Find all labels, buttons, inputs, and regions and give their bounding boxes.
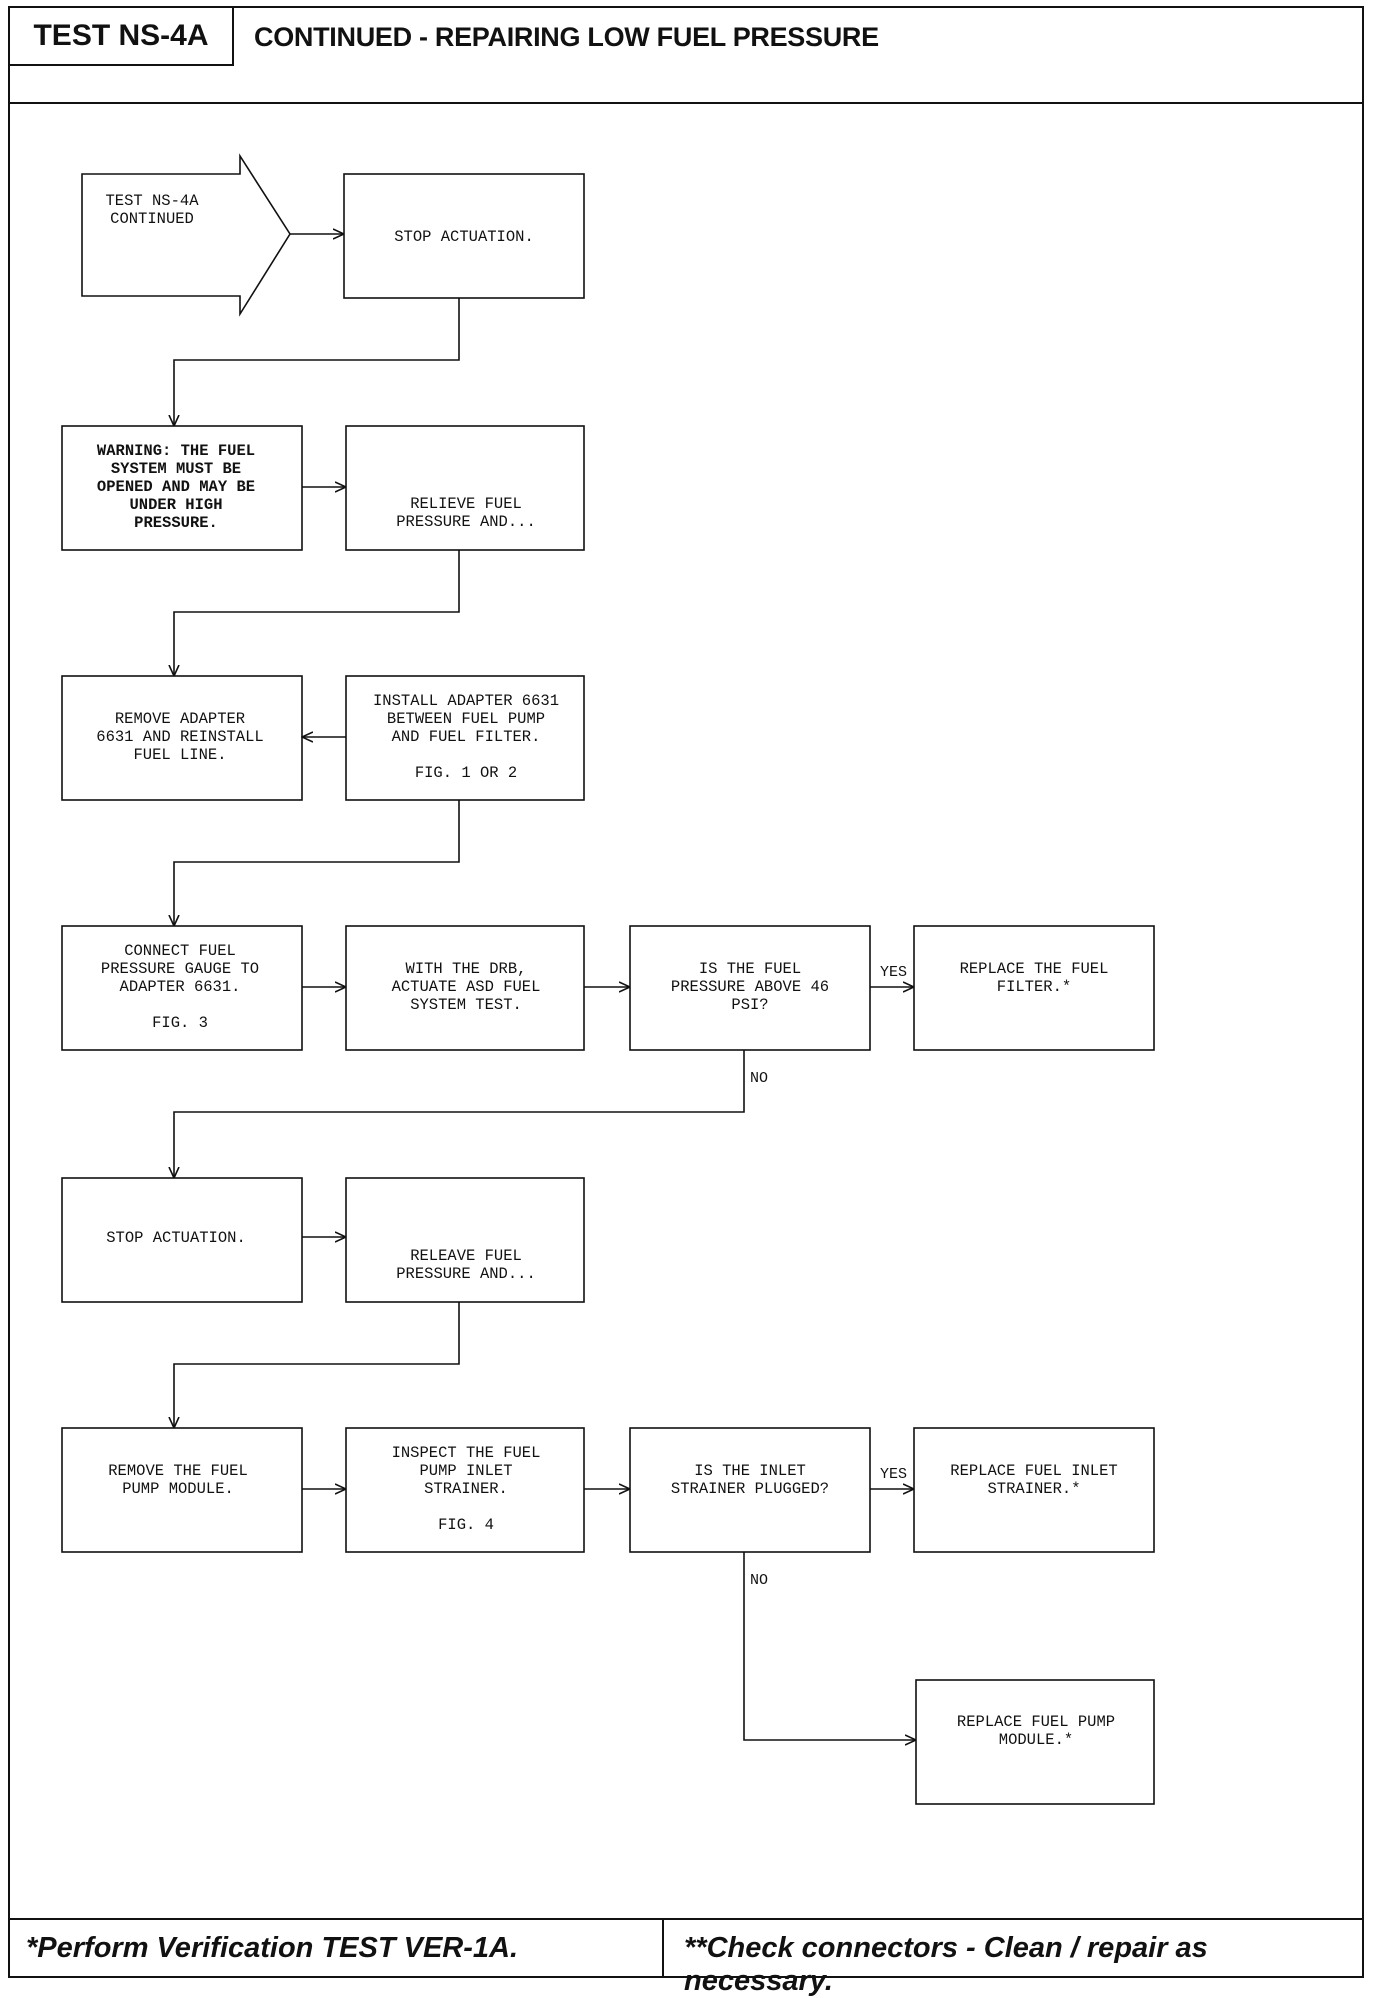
warning-line-1: WARNING: THE FUEL — [97, 442, 255, 460]
warning-line-5: PRESSURE. — [134, 514, 218, 532]
connector-arrow — [174, 800, 460, 926]
inspect-strainer-line-1: INSPECT THE FUEL — [392, 1444, 541, 1462]
stop-actuation-box-1: STOP ACTUATION. — [343, 173, 585, 299]
replace-filter-line-2: FILTER.* — [997, 978, 1071, 996]
no-label-2: NO — [750, 1572, 768, 1589]
stop-actuation-1-line-1: STOP ACTUATION. — [394, 228, 534, 246]
remove-adapter-line-1: REMOVE ADAPTER — [115, 710, 245, 728]
inspect-strainer-box: INSPECT THE FUEL PUMP INLET STRAINER. FI… — [345, 1427, 585, 1553]
strainer-question-box: IS THE INLET STRAINER PLUGGED? — [629, 1427, 871, 1553]
remove-adapter-line-2: 6631 AND REINSTALL — [96, 728, 263, 746]
releave-fuel-box-2: RELEAVE FUEL PRESSURE AND... — [345, 1177, 585, 1303]
replace-pump-line-1: REPLACE FUEL PUMP — [957, 1713, 1115, 1731]
stop-actuation-box-2: STOP ACTUATION. — [61, 1177, 303, 1303]
relieve-fuel-box-1: RELIEVE FUEL PRESSURE AND... — [345, 425, 585, 551]
connect-gauge-fig: FIG. 3 — [152, 1014, 208, 1032]
connector-arrow — [174, 1302, 460, 1428]
pressure-question-box: IS THE FUEL PRESSURE ABOVE 46 PSI? — [629, 925, 871, 1051]
warning-line-3: OPENED AND MAY BE — [97, 478, 255, 496]
connector-arrow — [174, 298, 460, 426]
footer-connectors-note: **Check connectors - Clean / repair as n… — [684, 1932, 1208, 1997]
remove-pump-line-1: REMOVE THE FUEL — [108, 1462, 248, 1480]
actuate-asd-line-2: ACTUATE ASD FUEL — [392, 978, 541, 996]
footer-verification-note: *Perform Verification TEST VER-1A. — [26, 1932, 519, 1964]
releave-fuel-2-line-1: RELEAVE FUEL — [410, 1247, 522, 1265]
yes-label-2: YES — [880, 1466, 907, 1483]
remove-adapter-line-3: FUEL LINE. — [133, 746, 226, 764]
remove-pump-box: REMOVE THE FUEL PUMP MODULE. — [61, 1427, 303, 1553]
warning-box: WARNING: THE FUEL SYSTEM MUST BE OPENED … — [61, 425, 303, 551]
connector-arrow — [174, 1050, 745, 1178]
strainer-question-line-2: STRAINER PLUGGED? — [671, 1480, 829, 1498]
flowchart-page: TEST NS-4A CONTINUED - REPAIRING LOW FUE… — [8, 6, 1364, 1997]
footer-notes: *Perform Verification TEST VER-1A. **Che… — [10, 1918, 1362, 1997]
install-adapter-fig: FIG. 1 OR 2 — [415, 764, 517, 782]
start-line-1: TEST NS-4A — [105, 192, 199, 210]
releave-fuel-2-line-2: PRESSURE AND... — [396, 1265, 536, 1283]
connect-gauge-box: CONNECT FUEL PRESSURE GAUGE TO ADAPTER 6… — [61, 925, 303, 1051]
install-adapter-line-2: BETWEEN FUEL PUMP — [387, 710, 545, 728]
footer-divider — [662, 1920, 664, 1978]
inspect-strainer-line-2: PUMP INLET — [419, 1462, 512, 1480]
warning-line-2: SYSTEM MUST BE — [111, 460, 241, 478]
warning-line-4: UNDER HIGH — [129, 496, 222, 514]
replace-filter-box: REPLACE THE FUEL FILTER.* — [913, 925, 1155, 1051]
connector-arrow — [174, 550, 460, 676]
inspect-strainer-line-3: STRAINER. — [424, 1480, 508, 1498]
pressure-question-line-2: PRESSURE ABOVE 46 — [671, 978, 829, 996]
connector-arrow — [743, 1552, 916, 1740]
start-line-2: CONTINUED — [110, 210, 194, 228]
pressure-question-line-3: PSI? — [731, 996, 768, 1014]
title-bar: TEST NS-4A CONTINUED - REPAIRING LOW FUE… — [10, 8, 1362, 104]
install-adapter-line-3: AND FUEL FILTER. — [392, 728, 541, 746]
remove-pump-line-2: PUMP MODULE. — [122, 1480, 234, 1498]
replace-strainer-box: REPLACE FUEL INLET STRAINER.* — [913, 1427, 1155, 1553]
actuate-asd-box: WITH THE DRB, ACTUATE ASD FUEL SYSTEM TE… — [345, 925, 585, 1051]
relieve-fuel-1-line-2: PRESSURE AND... — [396, 513, 536, 531]
inspect-strainer-fig: FIG. 4 — [438, 1516, 494, 1534]
stop-actuation-2-line-1: STOP ACTUATION. — [106, 1229, 246, 1247]
test-id-label: TEST NS-4A — [10, 8, 234, 66]
yes-label-1: YES — [880, 964, 907, 981]
install-adapter-box: INSTALL ADAPTER 6631 BETWEEN FUEL PUMP A… — [345, 675, 585, 801]
start-arrow-shape: TEST NS-4A CONTINUED — [81, 153, 291, 317]
connect-gauge-line-3: ADAPTER 6631. — [120, 978, 241, 996]
replace-filter-line-1: REPLACE THE FUEL — [960, 960, 1109, 978]
replace-strainer-line-2: STRAINER.* — [987, 1480, 1080, 1498]
replace-strainer-line-1: REPLACE FUEL INLET — [950, 1462, 1117, 1480]
connect-gauge-line-1: CONNECT FUEL — [124, 942, 236, 960]
install-adapter-line-1: INSTALL ADAPTER 6631 — [373, 692, 559, 710]
pressure-question-line-1: IS THE FUEL — [699, 960, 801, 978]
relieve-fuel-1-line-1: RELIEVE FUEL — [410, 495, 522, 513]
strainer-question-line-1: IS THE INLET — [694, 1462, 806, 1480]
actuate-asd-line-1: WITH THE DRB, — [406, 960, 527, 978]
connect-gauge-line-2: PRESSURE GAUGE TO — [101, 960, 259, 978]
actuate-asd-line-3: SYSTEM TEST. — [410, 996, 522, 1014]
remove-adapter-box: REMOVE ADAPTER 6631 AND REINSTALL FUEL L… — [61, 675, 303, 801]
no-label-1: NO — [750, 1070, 768, 1087]
replace-pump-line-2: MODULE.* — [999, 1731, 1073, 1749]
replace-pump-box: REPLACE FUEL PUMP MODULE.* — [915, 1679, 1155, 1805]
page-title: CONTINUED - REPAIRING LOW FUEL PRESSURE — [254, 22, 879, 52]
